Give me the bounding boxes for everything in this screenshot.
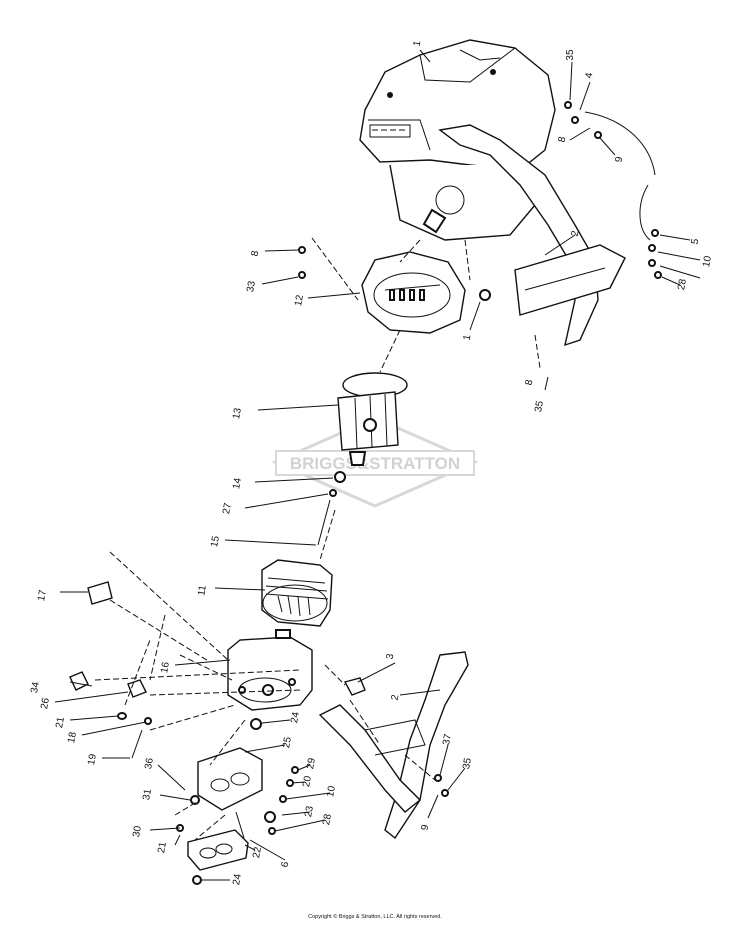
callout-19: 19	[86, 753, 99, 766]
callout-35-frame: 35	[533, 400, 546, 413]
callout-labels: 1 35 4 8 9 2 5 10 28 8 33 12 1 8 35 13 1…	[29, 39, 714, 886]
wire-harness	[564, 101, 662, 279]
callout-21-left: 21	[54, 716, 67, 729]
end-bearing-housing	[227, 629, 313, 711]
callout-15: 15	[209, 535, 222, 548]
callout-2-lower: 2	[390, 693, 402, 701]
receptacle-plate	[187, 829, 249, 871]
callout-8-housing: 8	[250, 249, 262, 257]
callout-36: 36	[143, 757, 156, 770]
brush-holder	[87, 581, 113, 605]
callout-30: 30	[131, 825, 144, 838]
callout-12: 12	[293, 294, 306, 307]
rotor-assembly	[337, 372, 408, 466]
control-panel	[176, 747, 276, 839]
callout-22: 22	[251, 846, 264, 859]
callout-8-top: 8	[557, 135, 569, 143]
callout-26: 26	[39, 697, 52, 710]
fitting	[343, 677, 366, 696]
callout-27: 27	[221, 502, 234, 515]
callout-28-panel: 28	[321, 813, 334, 826]
callout-13: 13	[231, 407, 244, 420]
callout-8-frame: 8	[524, 378, 536, 386]
callout-11: 11	[196, 584, 209, 597]
callout-3: 3	[385, 652, 397, 660]
callout-5: 5	[690, 237, 702, 245]
callout-34: 34	[29, 681, 42, 694]
washer	[334, 471, 346, 483]
callout-10-panel: 10	[325, 785, 338, 798]
frame-lower	[318, 651, 469, 840]
clamp	[127, 679, 147, 698]
callout-16: 16	[159, 661, 172, 674]
callout-4-top: 4	[584, 71, 596, 79]
callout-18: 18	[66, 731, 79, 744]
nut-29	[291, 766, 299, 774]
callout-9-lower: 9	[420, 823, 432, 831]
through-bolt	[317, 499, 331, 546]
callout-1-engine: 1	[412, 39, 424, 47]
callout-37: 37	[441, 733, 454, 746]
callout-20: 20	[301, 775, 314, 788]
callout-25: 25	[281, 736, 294, 749]
screw	[144, 717, 152, 725]
callout-28-top: 28	[676, 278, 689, 291]
screw-28	[268, 827, 276, 835]
nut	[117, 712, 127, 720]
grommet	[69, 671, 89, 691]
copyright-notice: Copyright © Briggs & Stratton, LLC. All …	[308, 914, 442, 920]
stator	[261, 559, 333, 627]
callout-2-upper: 2	[570, 229, 582, 237]
stator-housing	[298, 246, 491, 334]
callout-23: 23	[303, 805, 316, 818]
callout-29: 29	[305, 757, 318, 770]
callout-21-panel: 21	[156, 841, 169, 854]
bolt	[131, 729, 143, 759]
callout-10-top: 10	[701, 255, 714, 268]
callout-24-bottom: 24	[231, 873, 244, 886]
screw-10	[279, 795, 287, 803]
knob	[192, 875, 202, 885]
callout-35-lower: 35	[461, 757, 474, 770]
callout-1-frame: 1	[462, 333, 474, 341]
callout-14: 14	[231, 477, 244, 490]
callout-33: 33	[245, 280, 258, 293]
engine	[359, 39, 556, 241]
callout-6: 6	[280, 860, 292, 868]
callout-17: 17	[36, 589, 49, 602]
lock-washer	[329, 489, 337, 497]
callout-9-top: 9	[614, 155, 626, 163]
callout-35-top: 35	[565, 49, 576, 61]
callout-24-housing: 24	[289, 711, 302, 724]
watermark-text: BRIGGS&STRATTON	[290, 454, 460, 473]
watermark-logo: BRIGGS&STRATTON	[271, 416, 479, 508]
callout-31: 31	[141, 788, 154, 801]
leader-lines	[54, 49, 701, 881]
frame-upper	[438, 124, 626, 347]
bushing	[250, 718, 262, 730]
